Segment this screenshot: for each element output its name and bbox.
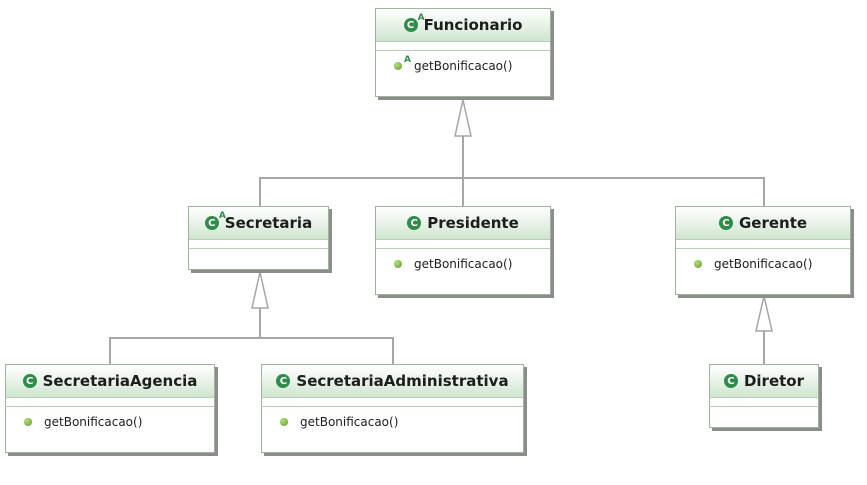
class-header: C Presidente [376,207,550,240]
class-name: SecretariaAgencia [42,372,198,390]
abstract-marker: A [218,211,226,221]
attributes-compartment [189,240,328,249]
attributes-compartment [376,42,550,51]
class-icon: C [718,216,733,230]
method-name: getBonificacao() [44,415,143,429]
public-method-icon [394,260,402,268]
class-name: Funcionario [423,16,523,34]
attributes-compartment [710,398,818,407]
edge-secadmin-secretaria [260,337,394,364]
arrowhead-funcionario [454,99,472,137]
method-name: getBonificacao() [300,415,399,429]
class-icon: C [723,374,738,388]
public-method-icon [694,260,702,268]
attributes-compartment [676,240,850,249]
class-presidente[interactable]: C Presidente getBonificacao() [375,206,551,295]
class-secretaria-administrativa[interactable]: C SecretariaAdministrativa getBonificaca… [261,364,524,453]
public-method-icon [280,418,288,426]
class-icon: C [22,374,37,388]
methods-compartment [710,407,818,417]
class-header: C Diretor [710,365,818,398]
abstract-marker: A [417,13,425,23]
class-name: Diretor [743,372,805,390]
class-icon: C [276,374,291,388]
edge-secretaria-funcionario [259,177,463,206]
attributes-compartment [6,398,214,407]
class-header: C SecretariaAgencia [6,365,214,398]
method-name: getBonificacao() [414,257,513,271]
edge-secagencia-secretaria [109,337,260,364]
attributes-compartment [376,240,550,249]
class-header: C Gerente [676,207,850,240]
class-icon: C [407,216,422,230]
arrowhead-gerente [755,295,773,332]
method-row[interactable]: getBonificacao() [262,407,523,437]
class-diretor[interactable]: C Diretor [709,364,819,428]
class-header: C SecretariaAdministrativa [262,365,523,398]
method-name: getBonificacao() [414,59,513,73]
class-name: Presidente [427,214,519,232]
method-row[interactable]: A getBonificacao() [376,51,550,81]
class-secretaria-agencia[interactable]: C SecretariaAgencia getBonificacao() [5,364,215,453]
methods-compartment [189,249,328,259]
method-row[interactable]: getBonificacao() [376,249,550,279]
edge-gerente-funcionario [463,177,765,206]
abstract-method-icon: A [394,55,411,70]
class-name: Secretaria [224,214,313,232]
public-method-icon [24,418,32,426]
method-name: getBonificacao() [714,257,813,271]
method-row[interactable]: getBonificacao() [6,407,214,437]
class-name: Gerente [738,214,808,232]
method-row[interactable]: getBonificacao() [676,249,850,279]
attributes-compartment [262,398,523,407]
class-name: SecretariaAdministrativa [296,372,509,390]
arrowhead-secretaria [251,271,269,309]
class-gerente[interactable]: C Gerente getBonificacao() [675,206,851,295]
